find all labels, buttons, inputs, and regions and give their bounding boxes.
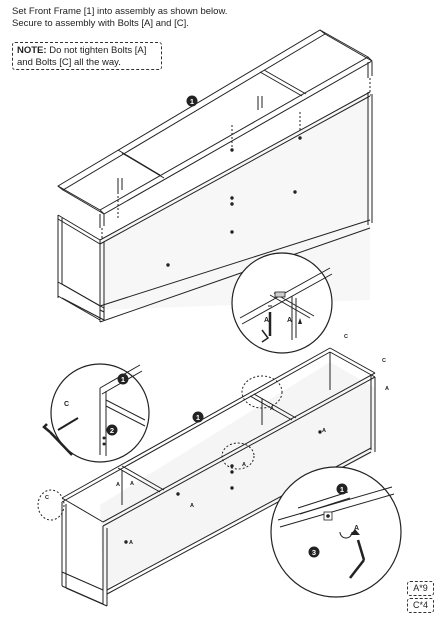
- instruction-line-1: Set Front Frame [1] into assembly as sho…: [12, 6, 228, 17]
- front-frame-part-1: [57, 29, 373, 228]
- instruction-text: Set Front Frame [1] into assembly as sho…: [12, 6, 227, 30]
- bolt-a-label: A: [130, 481, 134, 487]
- bolt-c-label: C: [64, 401, 69, 408]
- note-line-2: and Bolts [C] all the way.: [17, 57, 121, 68]
- bolt-a-label: A: [270, 406, 274, 412]
- note-line-1: Do not tighten Bolts [A]: [46, 45, 147, 56]
- bolt-c-label-detail-left: C: [64, 401, 69, 408]
- callout-part-2: 2: [106, 424, 118, 436]
- callout-part-3: 3: [308, 546, 320, 558]
- bolt-c-label: C: [45, 495, 49, 501]
- bolt-a-label: A: [287, 317, 292, 324]
- callout-label: 1: [190, 97, 194, 106]
- callout-label: 1: [196, 413, 200, 422]
- instruction-line-2: Secure to assembly with Bolts [A] and [C…: [12, 18, 189, 29]
- callout-label: 1: [121, 375, 125, 384]
- bolt-a-label: A: [116, 482, 120, 488]
- callout-part-1-bottom: 1: [192, 411, 204, 423]
- bolt-c-label: C: [344, 334, 348, 340]
- note-box: NOTE: Do not tighten Bolts [A] and Bolts…: [12, 42, 162, 70]
- callout-label: 3: [312, 548, 316, 557]
- callout-part-1-left: 1: [117, 373, 129, 385]
- detail-circle-top: [231, 252, 333, 354]
- bolt-a-label: A: [322, 428, 326, 434]
- bolt-a-label: A: [385, 386, 389, 392]
- bolt-a-label-detail-bottom: A: [354, 525, 359, 532]
- note-label: NOTE:: [17, 45, 47, 56]
- detail-circle-left: [42, 363, 150, 463]
- lower-assembly: [57, 91, 373, 323]
- bolt-a-label: A: [190, 503, 194, 509]
- detail-indicators: [37, 375, 283, 521]
- bolt-c-label: C: [382, 358, 386, 364]
- callout-label: 2: [110, 426, 114, 435]
- quantity-badge-bolt-a: A*9: [407, 581, 434, 596]
- bolt-a-label: A: [129, 540, 133, 546]
- bolt-a-label: A: [354, 525, 359, 532]
- bolt-labels-bottom-frame: A A A A A A A A C C C: [45, 334, 389, 546]
- callout-part-1-detail-bottom: 1: [336, 483, 348, 495]
- quantity-badge-bolt-c: C*4: [407, 598, 434, 613]
- bolt-a-label: A: [264, 317, 269, 324]
- callout-label: 1: [340, 485, 344, 494]
- callout-part-1-top: 1: [186, 95, 198, 107]
- top-frame-diagram: [57, 29, 373, 323]
- bolt-a-label: A: [242, 462, 246, 468]
- detail-circle-bottom: [270, 466, 402, 598]
- bolt-a-label-detail-top: A A: [264, 317, 292, 324]
